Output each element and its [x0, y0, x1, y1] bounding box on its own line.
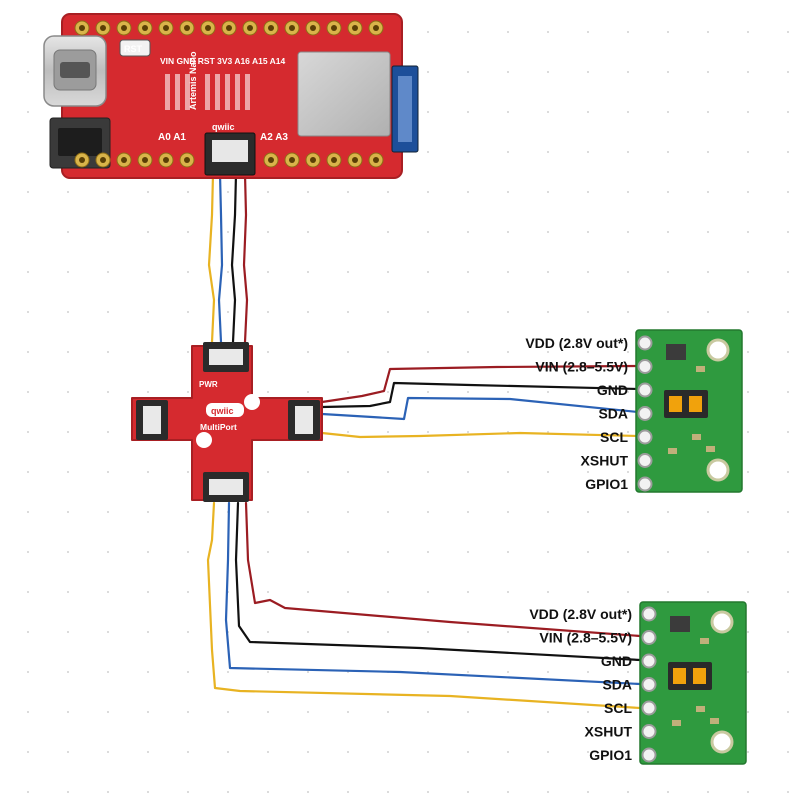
sensor-pin-icon — [641, 653, 657, 669]
wire-red-hub-sensor1 — [320, 364, 640, 404]
sensor-pin-icon — [637, 406, 653, 421]
wires — [206, 172, 642, 710]
sensor-pin-label: SDA — [602, 677, 632, 693]
sensor-mount-hole-icon — [710, 610, 734, 634]
reset-button-icon — [119, 39, 151, 57]
wire-red-board-hub — [242, 172, 249, 344]
wire-yellow-hub-sensor1 — [320, 431, 640, 439]
hub-mount-hole-icon — [244, 394, 260, 410]
wire-blue-board-hub — [217, 172, 224, 344]
sensor-mount-hole-icon — [706, 338, 730, 362]
sensor-pin-label: VDD (2.8V out*) — [529, 606, 632, 622]
hub-logo-badge — [206, 403, 244, 417]
sensor-pin-icon — [637, 382, 653, 398]
wire-yellow-hub-sensor2 — [206, 501, 642, 710]
svg-text:Artemis Nano: Artemis Nano — [188, 51, 198, 110]
sensor-pin-label: GPIO1 — [585, 476, 628, 492]
wire-black-hub-sensor1 — [320, 381, 640, 409]
wire-black-board-hub — [230, 172, 238, 344]
sensor-pin-label: GPIO1 — [589, 747, 632, 763]
bottom-header-pins — [74, 152, 384, 168]
sensor-pin-label: GND — [601, 653, 632, 669]
wire-blue-hub-sensor2 — [224, 501, 642, 686]
board-qwiic-label: qwiic — [212, 122, 235, 132]
bottom-pin-labels-left: A0 A1 — [158, 132, 186, 143]
silkscreen-text-marks-icon — [165, 74, 250, 110]
sensor-board-2: VDD (2.8V out*) VIN (2.8–5.5V) GND SDA SCL XS… — [529, 601, 747, 765]
sensor-pin-icon — [641, 747, 657, 763]
sensor-pin-icon — [637, 359, 653, 374]
wire-red-hub-sensor2 — [244, 501, 642, 638]
sensor-pin-label: GND — [597, 382, 628, 398]
sensor-pin-label: SCL — [604, 700, 632, 716]
sensor-mount-hole-icon — [710, 730, 734, 754]
sensor-mount-hole-icon — [706, 458, 730, 482]
wire-black-hub-sensor2 — [234, 501, 642, 662]
qwiic-multiport-hub: PWR qwiic MultiPort — [131, 342, 323, 502]
microcontroller-board: RST VIN GND RST 3V3 A16 A15 A14 A0 A1 A2… — [43, 13, 419, 179]
hub-power-label: PWR — [199, 380, 218, 389]
sensor-pin-icon — [641, 630, 657, 645]
sensor-pin-label: VIN (2.8–5.5V) — [535, 359, 628, 375]
sensor-pin-icon — [637, 476, 653, 492]
wire-yellow-board-hub — [207, 172, 216, 344]
sensor-pin-icon — [641, 606, 657, 622]
sensor-pin-icon — [637, 335, 653, 351]
sensor-pin-label: VDD (2.8V out*) — [525, 335, 628, 351]
reset-button-label: RST — [124, 44, 143, 54]
wire-blue-hub-sensor1 — [320, 396, 640, 421]
sensor-pin-label: SCL — [600, 429, 628, 445]
hub-mount-hole-icon — [196, 432, 212, 448]
ble-module-icon — [297, 51, 391, 137]
regulator-icon — [670, 616, 690, 632]
top-header-pins — [74, 20, 384, 36]
bottom-pin-labels-right: A2 A3 — [260, 132, 288, 143]
sensor-pin-icon — [641, 677, 657, 692]
sensor-pin-label: VIN (2.8–5.5V) — [539, 630, 632, 646]
hub-name: MultiPort — [200, 422, 237, 432]
sensor-pin-icon — [637, 453, 653, 468]
top-pin-labels: VIN GND RST 3V3 A16 A15 A14 — [160, 56, 285, 66]
sensor-pin-label: XSHUT — [581, 453, 629, 469]
sensor-pin-label: SDA — [598, 406, 628, 422]
sensor-pin-label: XSHUT — [585, 724, 633, 740]
board-name-silkscreen: Artemis Nano — [188, 51, 198, 110]
sensor-pin-icon — [641, 700, 657, 716]
hub-logo: qwiic — [211, 406, 234, 416]
sensor-board-1: VDD (2.8V out*) VIN (2.8–5.5V) GND SDA SCL XS… — [525, 329, 743, 493]
sensor-pin-icon — [641, 724, 657, 739]
sensor-pin-icon — [637, 429, 653, 445]
regulator-icon — [666, 344, 686, 360]
